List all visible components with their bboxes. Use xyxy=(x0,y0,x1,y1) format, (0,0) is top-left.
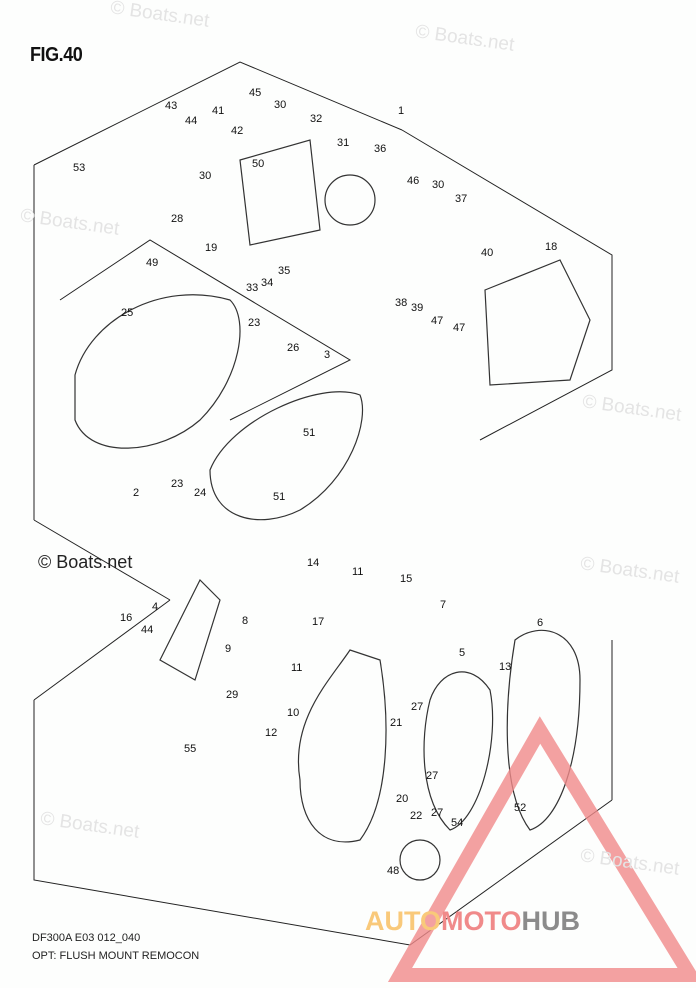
callout-6: 6 xyxy=(537,617,543,629)
callout-45: 45 xyxy=(249,87,261,99)
housing-18 xyxy=(484,259,591,386)
callout-27: 27 xyxy=(431,807,443,819)
callout-2: 2 xyxy=(133,487,139,499)
callout-50: 50 xyxy=(252,158,264,170)
callout-36: 36 xyxy=(374,143,386,155)
callout-52: 52 xyxy=(514,802,526,814)
callout-51: 51 xyxy=(273,491,285,503)
callout-32: 32 xyxy=(310,113,322,125)
callout-19: 19 xyxy=(205,242,217,254)
plate-32 xyxy=(239,139,321,246)
callout-14: 14 xyxy=(307,557,319,569)
callout-34: 34 xyxy=(261,277,273,289)
callout-13: 13 xyxy=(499,661,511,673)
callout-48: 48 xyxy=(387,865,399,877)
callout-47: 47 xyxy=(431,315,443,327)
callout-24: 24 xyxy=(194,487,206,499)
callout-9: 9 xyxy=(225,643,231,655)
callout-35: 35 xyxy=(278,265,290,277)
callout-21: 21 xyxy=(390,717,402,729)
callout-55: 55 xyxy=(184,743,196,755)
logo-moto: MOTO xyxy=(441,906,522,936)
callout-53: 53 xyxy=(73,162,85,174)
callout-31: 31 xyxy=(337,137,349,149)
lever-12 xyxy=(297,649,387,843)
callout-44: 44 xyxy=(141,624,153,636)
callout-30: 30 xyxy=(432,179,444,191)
callout-23: 23 xyxy=(248,317,260,329)
callout-23: 23 xyxy=(171,478,183,490)
callout-42: 42 xyxy=(231,125,243,137)
callout-15: 15 xyxy=(400,573,412,585)
cover-plate-3 xyxy=(209,391,364,521)
assembly-outline xyxy=(33,61,613,946)
figure-caption: OPT: FLUSH MOUNT REMOCON xyxy=(32,950,200,962)
callout-10: 10 xyxy=(287,707,299,719)
callout-7: 7 xyxy=(440,599,446,611)
callout-4: 4 xyxy=(152,601,158,613)
cover-5 xyxy=(423,671,494,831)
callout-25: 25 xyxy=(121,307,133,319)
callout-54: 54 xyxy=(451,817,463,829)
plug-48 xyxy=(399,839,441,881)
callout-43: 43 xyxy=(165,100,177,112)
part-shapes xyxy=(74,139,591,881)
callout-22: 22 xyxy=(410,810,422,822)
callout-51: 51 xyxy=(303,427,315,439)
callout-33: 33 xyxy=(246,282,258,294)
automotohub-logo: AUTOMOTOHUB xyxy=(365,906,580,937)
callout-30: 30 xyxy=(274,99,286,111)
callout-44: 44 xyxy=(185,115,197,127)
callout-5: 5 xyxy=(459,647,465,659)
callout-30: 30 xyxy=(199,170,211,182)
gear-31 xyxy=(324,174,376,226)
callout-17: 17 xyxy=(312,616,324,628)
callout-8: 8 xyxy=(242,615,248,627)
lever-4 xyxy=(159,578,221,681)
callout-11: 11 xyxy=(352,566,363,578)
logo-hub: HUB xyxy=(521,906,581,936)
callout-1: 1 xyxy=(398,105,404,117)
model-code: DF300A E03 012_040 xyxy=(32,932,141,944)
callout-40: 40 xyxy=(481,247,493,259)
callout-20: 20 xyxy=(396,793,408,805)
cover-6 xyxy=(506,629,581,831)
callout-38: 38 xyxy=(395,297,407,309)
callout-16: 16 xyxy=(120,612,132,624)
callout-41: 41 xyxy=(212,105,224,117)
callout-3: 3 xyxy=(324,349,330,361)
callout-47: 47 xyxy=(453,322,465,334)
logo-warning-triangle xyxy=(387,716,696,982)
callout-37: 37 xyxy=(455,193,467,205)
callout-39: 39 xyxy=(411,302,423,314)
callout-27: 27 xyxy=(426,770,438,782)
callout-12: 12 xyxy=(265,727,277,739)
callout-labels: 43 44 41 42 45 30 30 50 32 1 53 31 36 46… xyxy=(73,87,557,877)
callout-49: 49 xyxy=(146,257,158,269)
callout-18: 18 xyxy=(545,241,557,253)
watermark: © Boats.net xyxy=(38,552,133,572)
callout-26: 26 xyxy=(287,342,299,354)
callout-11: 11 xyxy=(291,662,302,674)
logo-auto: AUTO xyxy=(365,906,442,936)
figure-title: FIG.40 xyxy=(30,44,83,66)
callout-46: 46 xyxy=(407,175,419,187)
bezel-plate-2 xyxy=(74,294,241,449)
callout-29: 29 xyxy=(226,689,238,701)
callout-28: 28 xyxy=(171,213,183,225)
callout-27: 27 xyxy=(411,701,423,713)
